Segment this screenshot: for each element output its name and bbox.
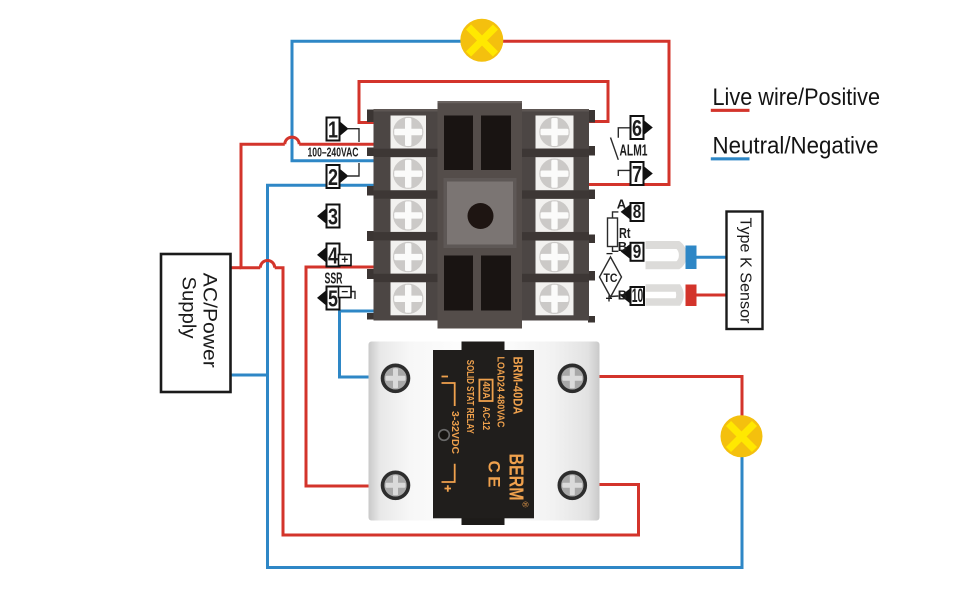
- svg-text:100–240VAC: 100–240VAC: [308, 146, 359, 160]
- svg-text:−: −: [606, 247, 613, 261]
- svg-text:AC-12: AC-12: [480, 407, 491, 431]
- svg-text:B: B: [618, 239, 627, 254]
- svg-text:1: 1: [328, 117, 338, 143]
- svg-text:SSR: SSR: [325, 271, 343, 288]
- svg-text:BRM-40DA: BRM-40DA: [511, 357, 525, 415]
- svg-text:®: ®: [521, 502, 530, 508]
- svg-text:Neutral/Negative: Neutral/Negative: [713, 133, 879, 160]
- svg-text:Type K Sensor: Type K Sensor: [737, 218, 754, 325]
- svg-text:+: +: [341, 253, 348, 267]
- svg-text:BERM: BERM: [505, 454, 527, 501]
- svg-text:−: −: [341, 285, 348, 299]
- svg-text:3: 3: [328, 204, 338, 230]
- svg-text:8: 8: [633, 202, 642, 223]
- svg-text:Supply: Supply: [178, 277, 199, 340]
- svg-text:AC/Power: AC/Power: [199, 273, 220, 369]
- svg-text:B: B: [618, 288, 627, 303]
- svg-text:4: 4: [328, 243, 338, 269]
- svg-text:Rt: Rt: [619, 225, 631, 242]
- svg-text:2: 2: [328, 164, 338, 190]
- svg-text:A: A: [617, 197, 627, 212]
- svg-text:40A: 40A: [480, 382, 491, 400]
- svg-text:ALM1: ALM1: [620, 143, 648, 160]
- svg-text:TC: TC: [604, 273, 618, 285]
- svg-text:9: 9: [633, 242, 642, 263]
- svg-text:SOLID STAT RELAY: SOLID STAT RELAY: [464, 360, 475, 434]
- svg-text:3-32VDC: 3-32VDC: [449, 411, 461, 454]
- svg-text:5: 5: [328, 286, 338, 312]
- svg-text:6: 6: [632, 115, 642, 141]
- svg-text:C E: C E: [485, 461, 504, 488]
- svg-text:Live wire/Positive: Live wire/Positive: [713, 84, 881, 111]
- svg-text:7: 7: [632, 161, 642, 187]
- svg-text:LOAD24 480VAC: LOAD24 480VAC: [495, 357, 507, 428]
- svg-text:+: +: [605, 292, 612, 306]
- svg-text:10: 10: [632, 286, 644, 307]
